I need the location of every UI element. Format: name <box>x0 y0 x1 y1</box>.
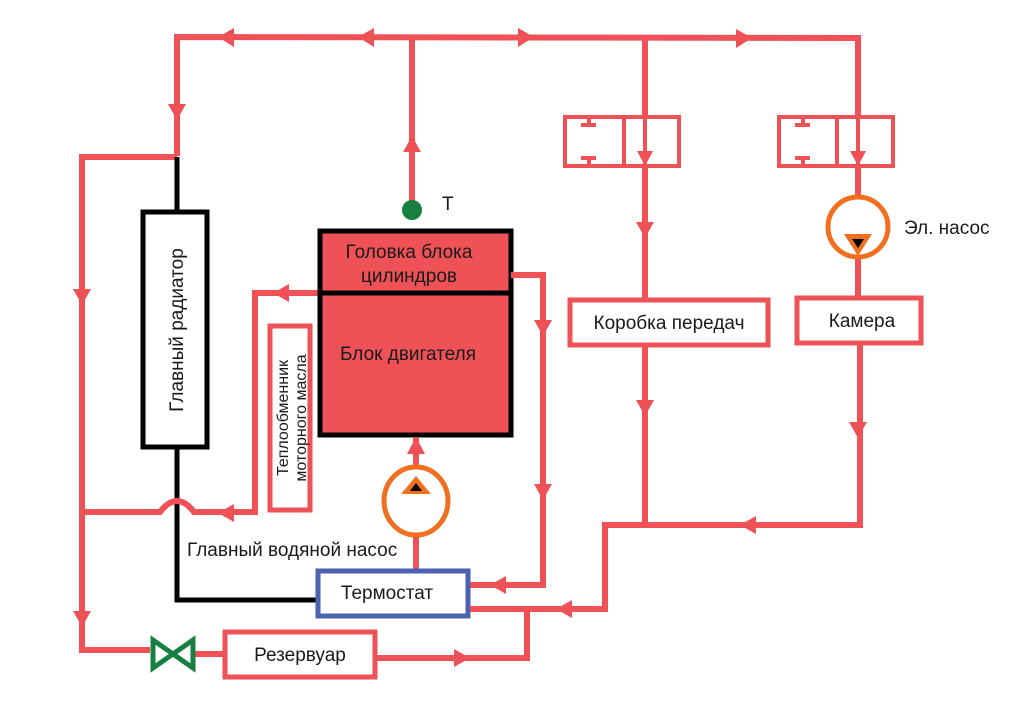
arrow-down-head-out-1 <box>534 320 552 336</box>
temp-sensor-label: Т <box>442 194 454 215</box>
arrow-left-oil-top <box>273 284 289 302</box>
chamber-label: Камера <box>829 311 896 332</box>
arrow-down-chamber-out <box>849 422 867 438</box>
chamber <box>794 295 924 346</box>
thermostat-label: Термостат <box>341 583 433 604</box>
engine-block-label: Блок двигателя <box>340 344 476 365</box>
temp-sensor-icon <box>402 200 422 220</box>
engine-block <box>317 228 514 438</box>
arrow-left-return <box>556 600 572 618</box>
arrow-right-reservoir <box>454 649 470 667</box>
oil-cooler-label-line1: Теплообменник <box>275 359 292 476</box>
arrow-down-bypass-2 <box>73 611 91 627</box>
arrow-left-2 <box>358 28 374 47</box>
arrow-down-head-out-2 <box>534 484 552 500</box>
gearbox-label: Коробка передач <box>594 313 745 334</box>
arrow-up-head-out <box>403 136 421 152</box>
cylinder-head-label-2: цилиндров <box>361 266 457 287</box>
gearbox <box>567 297 771 348</box>
bypass-pipe <box>79 154 177 653</box>
top-supply-pipe <box>174 33 861 203</box>
arrow-right-2 <box>736 29 752 48</box>
main-pump-triangle-inner <box>410 483 422 491</box>
thermostat <box>315 568 471 619</box>
reservoir-outlet-pipe <box>377 609 530 661</box>
reservoir-label: Резервуар <box>254 645 346 666</box>
arrow-down-gearbox-out <box>636 400 654 416</box>
oil-cooler-label-line2: моторного масла <box>293 354 310 481</box>
cylinder-head-label-1: Головка блока <box>346 242 473 263</box>
main-pump-icon <box>381 464 451 538</box>
electric-pump-label: Эл. насос <box>904 218 990 239</box>
head-to-thermostat-pipe <box>470 272 546 588</box>
gearbox-valve-icon[interactable] <box>563 115 681 168</box>
thermostat-to-reservoir-return <box>470 345 863 612</box>
arrow-down-radiator-in <box>168 104 186 120</box>
oil-cooler-return-pipe <box>82 290 318 515</box>
electric-pump-icon[interactable] <box>825 194 891 260</box>
arrow-down-gearbox-in <box>636 222 654 238</box>
radiator-label: Главный радиатор <box>167 248 188 412</box>
arrow-up-into-engine <box>407 437 425 454</box>
oil-cooler <box>267 323 313 513</box>
arrow-left-oil-bottom <box>218 504 234 522</box>
electric-pump-triangle-inner <box>852 239 864 248</box>
arrow-left-chamber-return <box>740 516 756 534</box>
arrow-left-1 <box>218 28 234 47</box>
chamber-valve-icon[interactable] <box>777 113 895 168</box>
shutoff-valve-icon[interactable] <box>150 635 196 673</box>
radiator <box>140 209 210 450</box>
main-pump-label: Главный водяной насос <box>187 540 397 561</box>
reservoir <box>222 629 378 680</box>
arrow-right-1 <box>518 28 534 47</box>
arrow-left-into-thermostat <box>490 576 506 594</box>
arrow-down-bypass-1 <box>73 289 91 305</box>
